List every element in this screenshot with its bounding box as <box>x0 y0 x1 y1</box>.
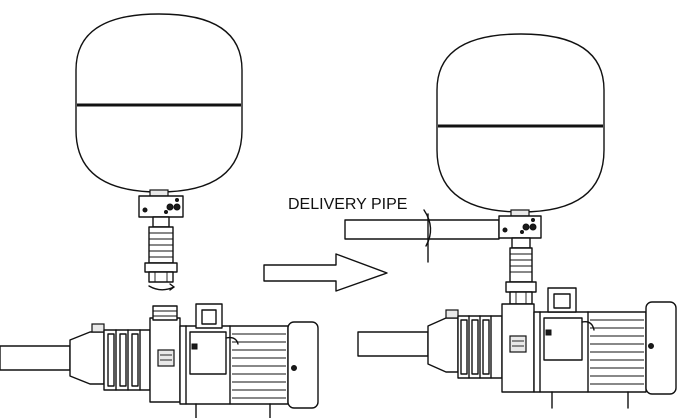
delivery-pipe-label: DELIVERY PIPE <box>288 196 407 213</box>
left-assembly <box>0 13 319 418</box>
right-connector-fitting <box>505 237 537 305</box>
right-tank-flange <box>498 215 542 239</box>
right-arrow-icon <box>263 253 388 292</box>
left-pressure-tank <box>75 13 243 197</box>
delivery-pipe <box>344 209 500 263</box>
right-assembly <box>344 33 677 409</box>
right-pump <box>357 287 677 409</box>
right-pressure-tank <box>436 33 605 217</box>
left-pump <box>0 303 319 418</box>
left-connector-fitting <box>144 216 178 291</box>
left-tank-flange <box>138 195 184 218</box>
